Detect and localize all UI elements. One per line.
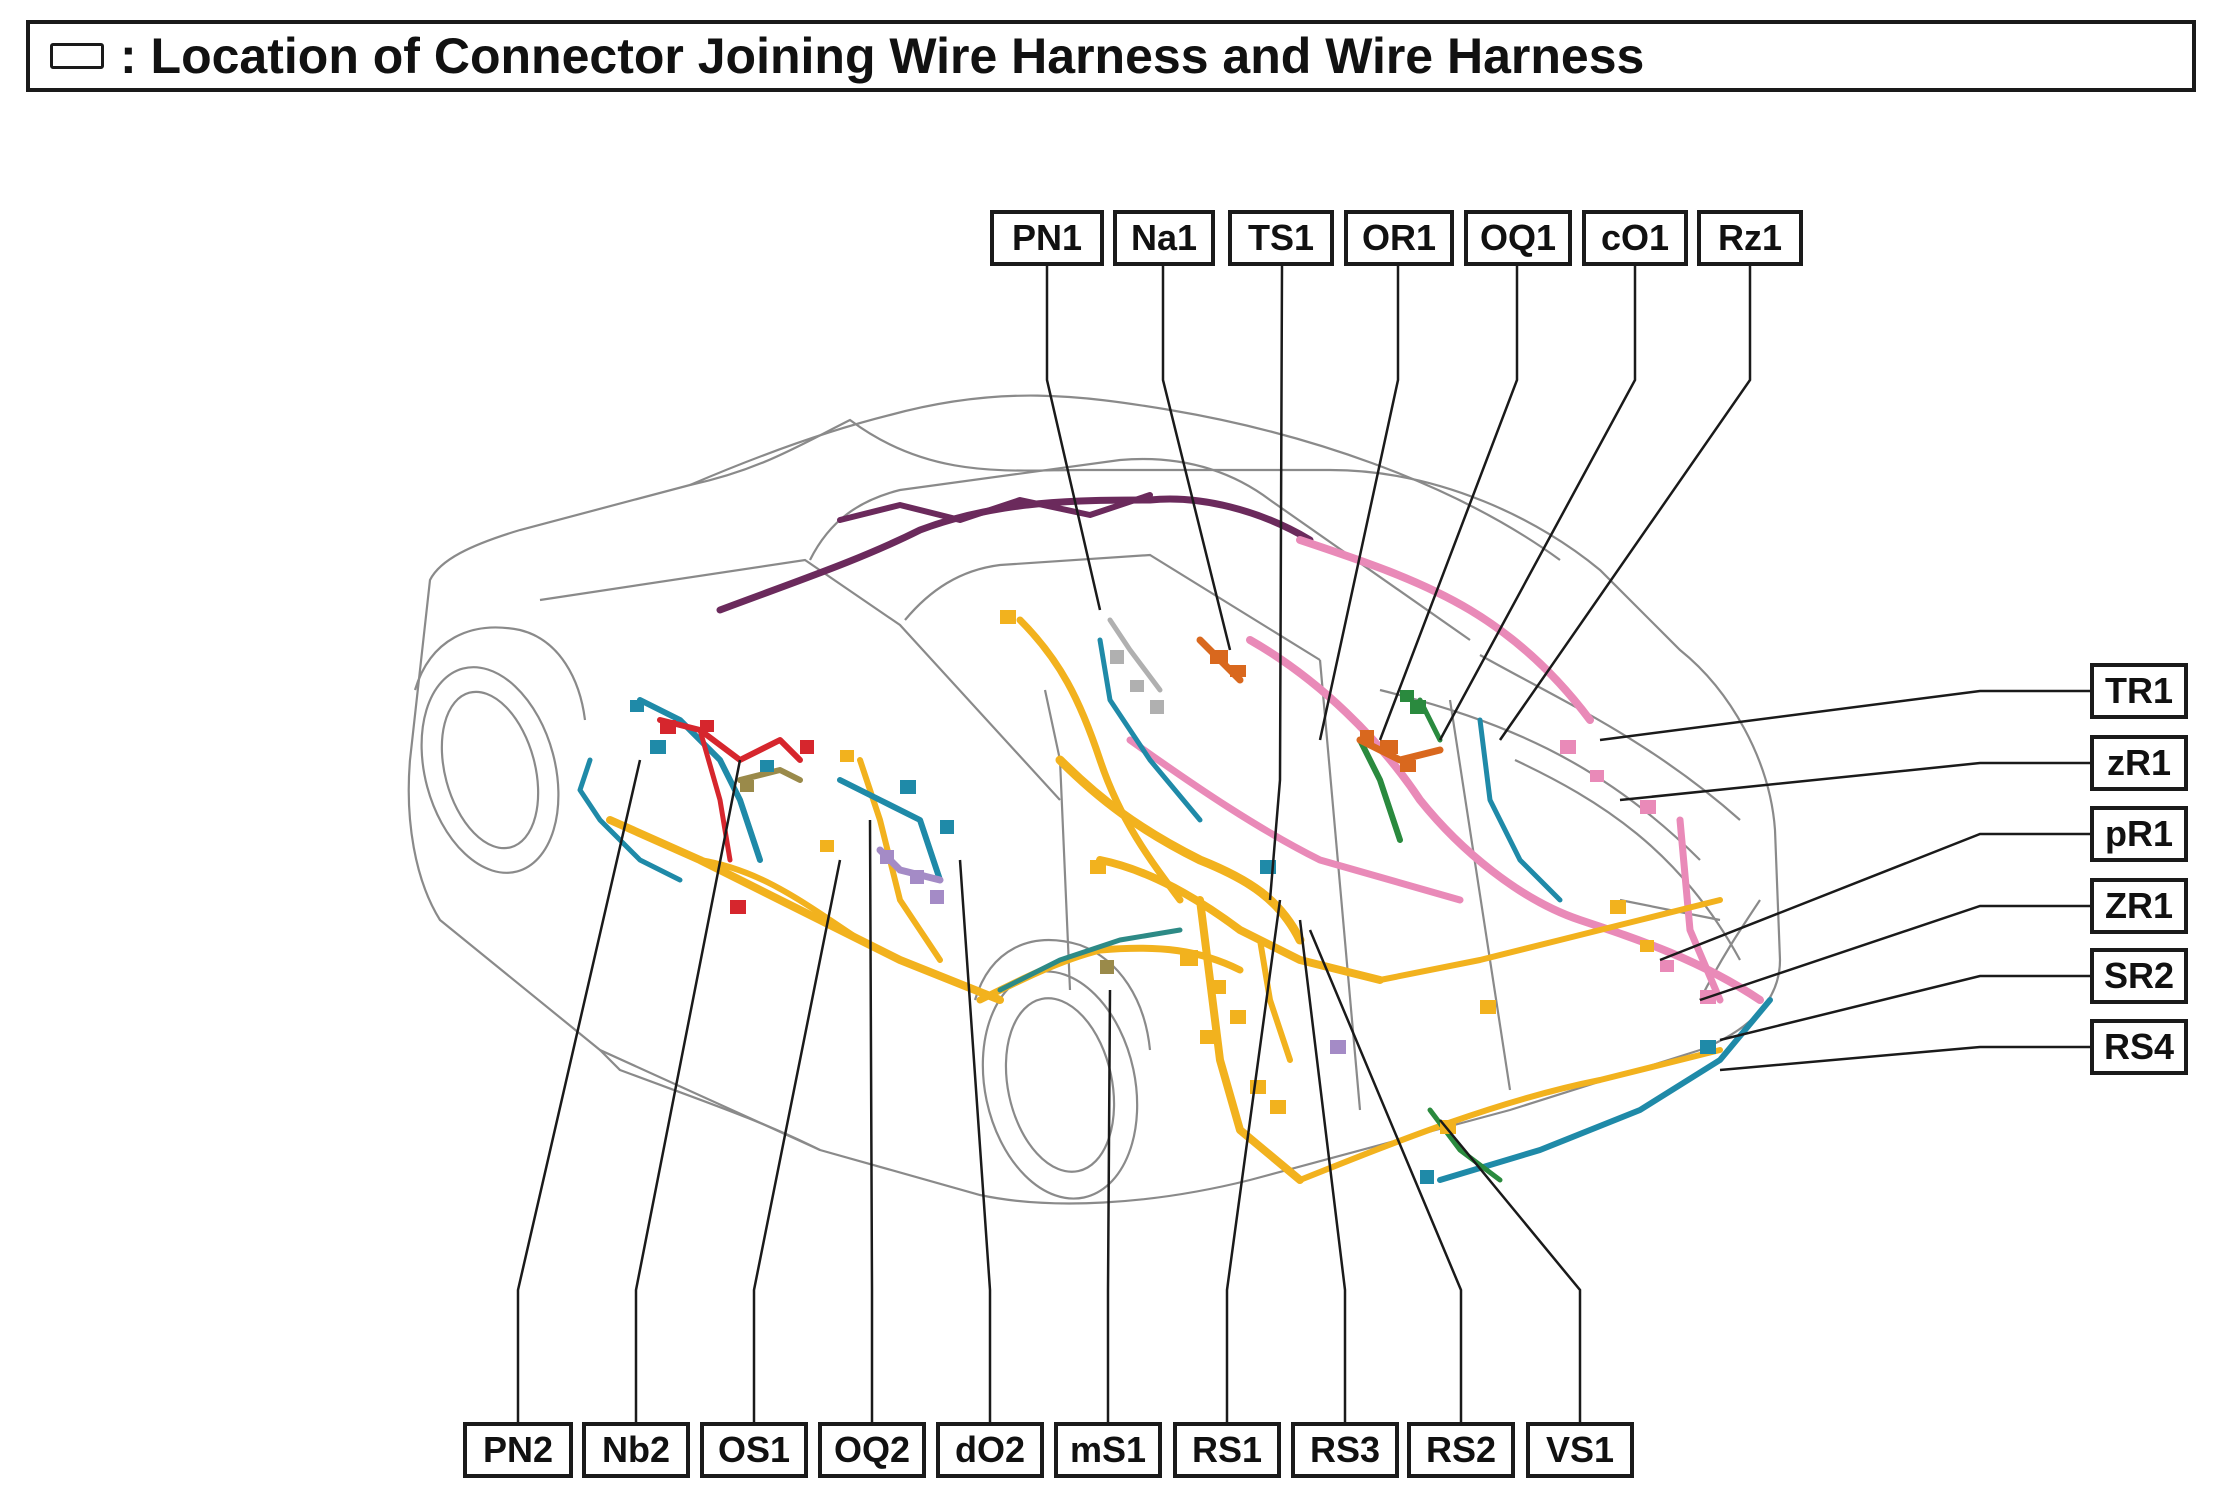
connector-label-os1: OS1 bbox=[700, 1422, 808, 1478]
rear-wheel bbox=[973, 939, 1152, 1200]
leader-lines bbox=[516, 265, 2090, 1422]
connector-label-rz1: Rz1 bbox=[1697, 210, 1803, 266]
wire-harnesses bbox=[577, 492, 1773, 1184]
connector-label-rs1: RS1 bbox=[1173, 1422, 1281, 1478]
car-outline bbox=[407, 394, 1782, 1205]
connector-label-or1: OR1 bbox=[1344, 210, 1454, 266]
legend-symbol bbox=[50, 43, 104, 69]
connector-label-sr2: SR2 bbox=[2090, 948, 2188, 1004]
connector-blocks bbox=[630, 610, 1716, 1184]
title-box: : Location of Connector Joining Wire Har… bbox=[26, 20, 2196, 92]
connector-label-oq2: OQ2 bbox=[818, 1422, 926, 1478]
front-wheel bbox=[413, 626, 587, 874]
connector-label-zr1-lower: zR1 bbox=[2090, 735, 2188, 791]
connector-label-rs3: RS3 bbox=[1291, 1422, 1399, 1478]
connector-label-rs2: RS2 bbox=[1407, 1422, 1515, 1478]
connector-label-oq1: OQ1 bbox=[1464, 210, 1572, 266]
connector-label-vs1: VS1 bbox=[1526, 1422, 1634, 1478]
connector-label-ts1: TS1 bbox=[1228, 210, 1334, 266]
connector-label-nb2: Nb2 bbox=[582, 1422, 690, 1478]
connector-label-rs4: RS4 bbox=[2090, 1019, 2188, 1075]
connector-label-na1: Na1 bbox=[1113, 210, 1215, 266]
connector-label-tr1: TR1 bbox=[2090, 663, 2188, 719]
connector-label-zr1-upper: ZR1 bbox=[2090, 878, 2188, 934]
page-title: : Location of Connector Joining Wire Har… bbox=[120, 28, 1645, 84]
connector-label-co1: cO1 bbox=[1582, 210, 1688, 266]
connector-label-ms1: mS1 bbox=[1054, 1422, 1162, 1478]
connector-label-do2: dO2 bbox=[936, 1422, 1044, 1478]
connector-label-pn2: PN2 bbox=[463, 1422, 573, 1478]
connector-label-pn1: PN1 bbox=[990, 210, 1104, 266]
connector-label-pr1: pR1 bbox=[2090, 806, 2188, 862]
